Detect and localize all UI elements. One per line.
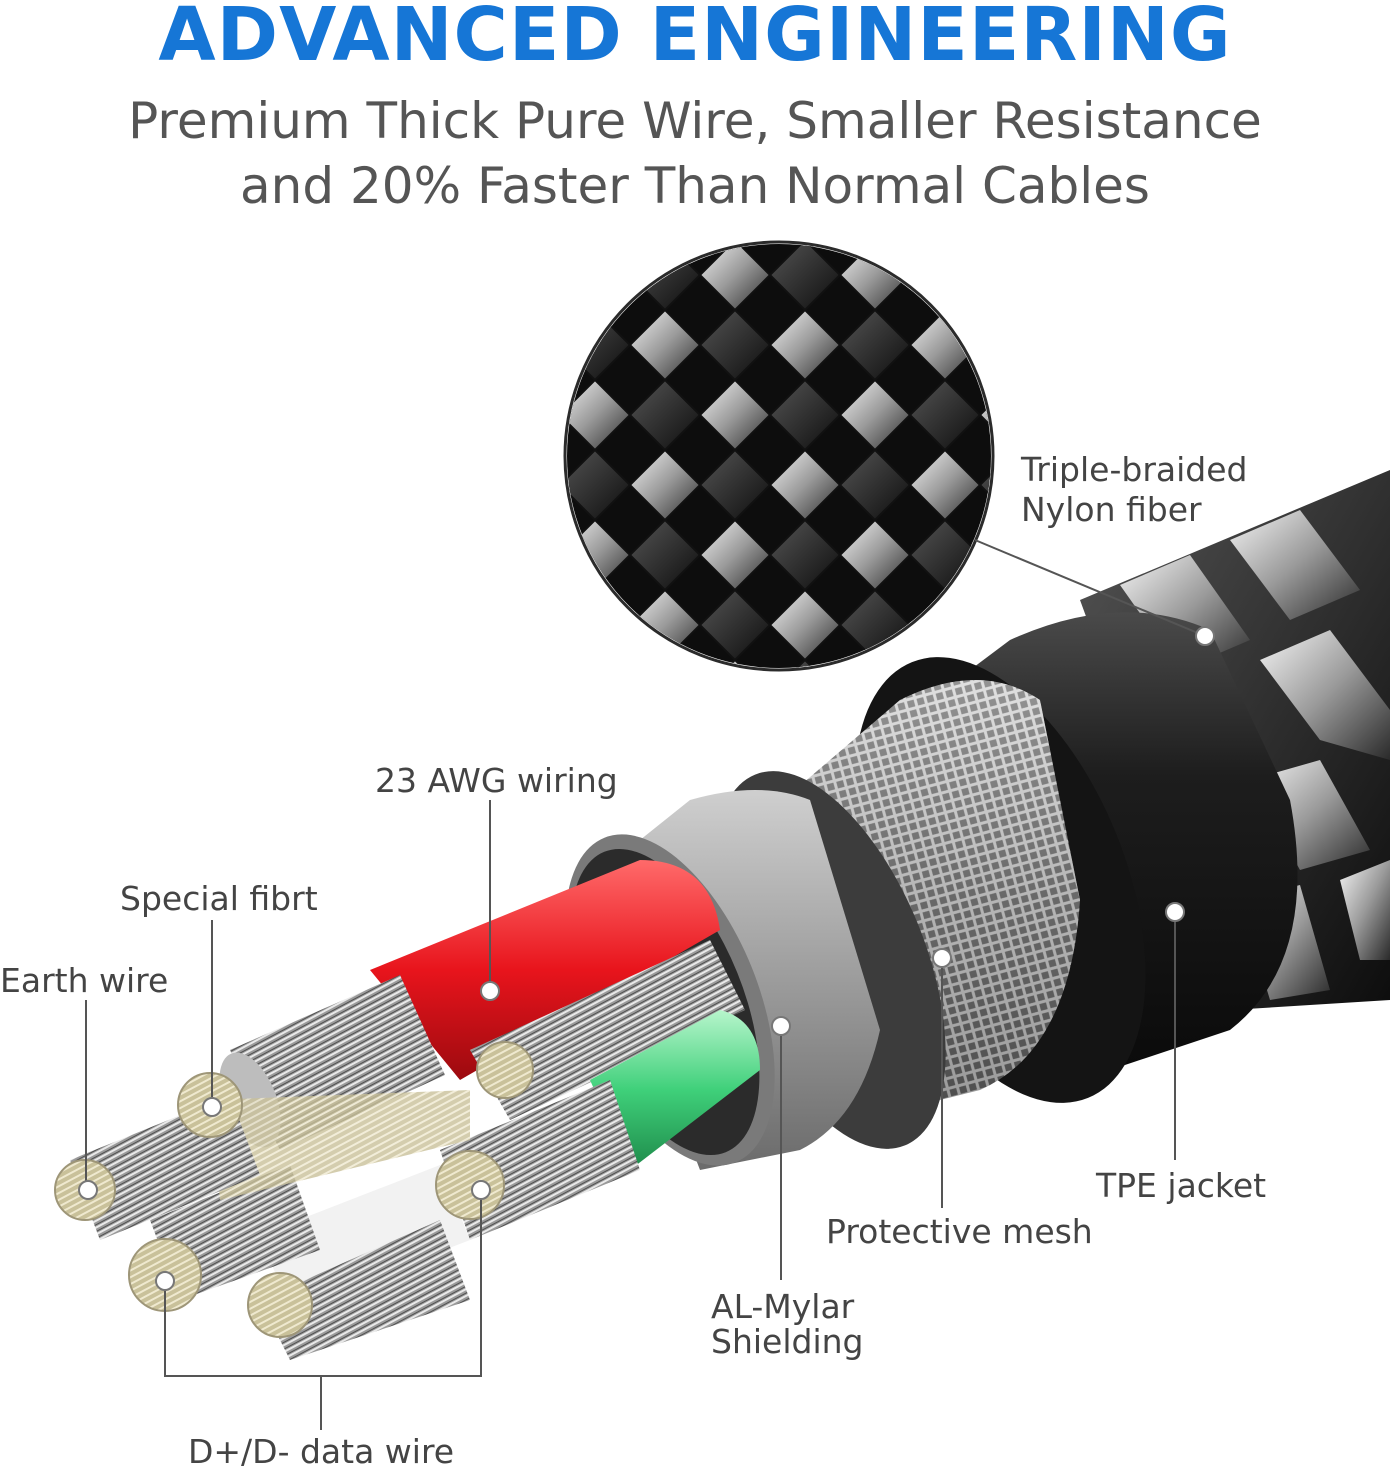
braid-tile (1050, 310, 1120, 380)
braid-tile (910, 170, 980, 240)
subtitle-line-1: Premium Thick Pure Wire, Smaller Resista… (128, 92, 1262, 150)
braid-tile (1050, 520, 1120, 590)
braid-tile (978, 518, 991, 592)
braid-tile (980, 170, 1050, 240)
label-tpe-jacket: TPE jacket (1096, 1166, 1267, 1205)
braid-tile (567, 658, 632, 668)
braid-tile (490, 660, 560, 730)
braid-tile (567, 244, 632, 312)
braid-tile (490, 520, 560, 590)
label-special-fibrt: Special fibrt (120, 879, 318, 918)
callout-leaders (85, 539, 1206, 1430)
label-triple-braided-line-1: Triple-braided (1021, 450, 1248, 489)
subtitle-line-2: and 20% Faster Than Normal Cables (240, 157, 1150, 215)
braid-tile (978, 244, 991, 312)
special-fibre-bundle (210, 1090, 470, 1200)
braid-tile (630, 730, 700, 800)
braid-tile (490, 310, 560, 380)
braid-zoom-circle (490, 170, 1120, 800)
label-data-wire: D+/D- data wire (188, 1432, 455, 1470)
braid-tile (978, 308, 991, 382)
braid-tile (628, 658, 702, 668)
callout-dots (78, 626, 1215, 1291)
braid-tile (560, 170, 630, 240)
label-al-mylar-line-2: Shielding (711, 1322, 864, 1361)
label-al-mylar-line-1: AL-Mylar (711, 1287, 855, 1326)
label-23-awg-wiring: 23 AWG wiring (375, 761, 618, 800)
braid-tile (770, 170, 840, 240)
braid-tile (490, 590, 560, 660)
braid-tile (700, 170, 770, 240)
braid-tile (630, 170, 700, 240)
braid-tile (1050, 380, 1120, 450)
page-title: ADVANCED ENGINEERING (158, 0, 1232, 78)
upper-silver-wire (470, 940, 745, 1120)
braid-tile (1050, 170, 1120, 240)
label-triple-braided-line-2: Nylon fiber (1021, 490, 1202, 529)
label-earth-wire: Earth wire (0, 961, 169, 1000)
braid-tile (840, 170, 910, 240)
bottom-silver-wire (260, 1220, 470, 1360)
braid-tile (490, 450, 560, 520)
label-protective-mesh: Protective mesh (826, 1212, 1093, 1251)
braid-tile (490, 380, 560, 450)
braid-tile (490, 170, 560, 240)
braid-tile (490, 240, 560, 310)
braid-tile (1050, 240, 1120, 310)
